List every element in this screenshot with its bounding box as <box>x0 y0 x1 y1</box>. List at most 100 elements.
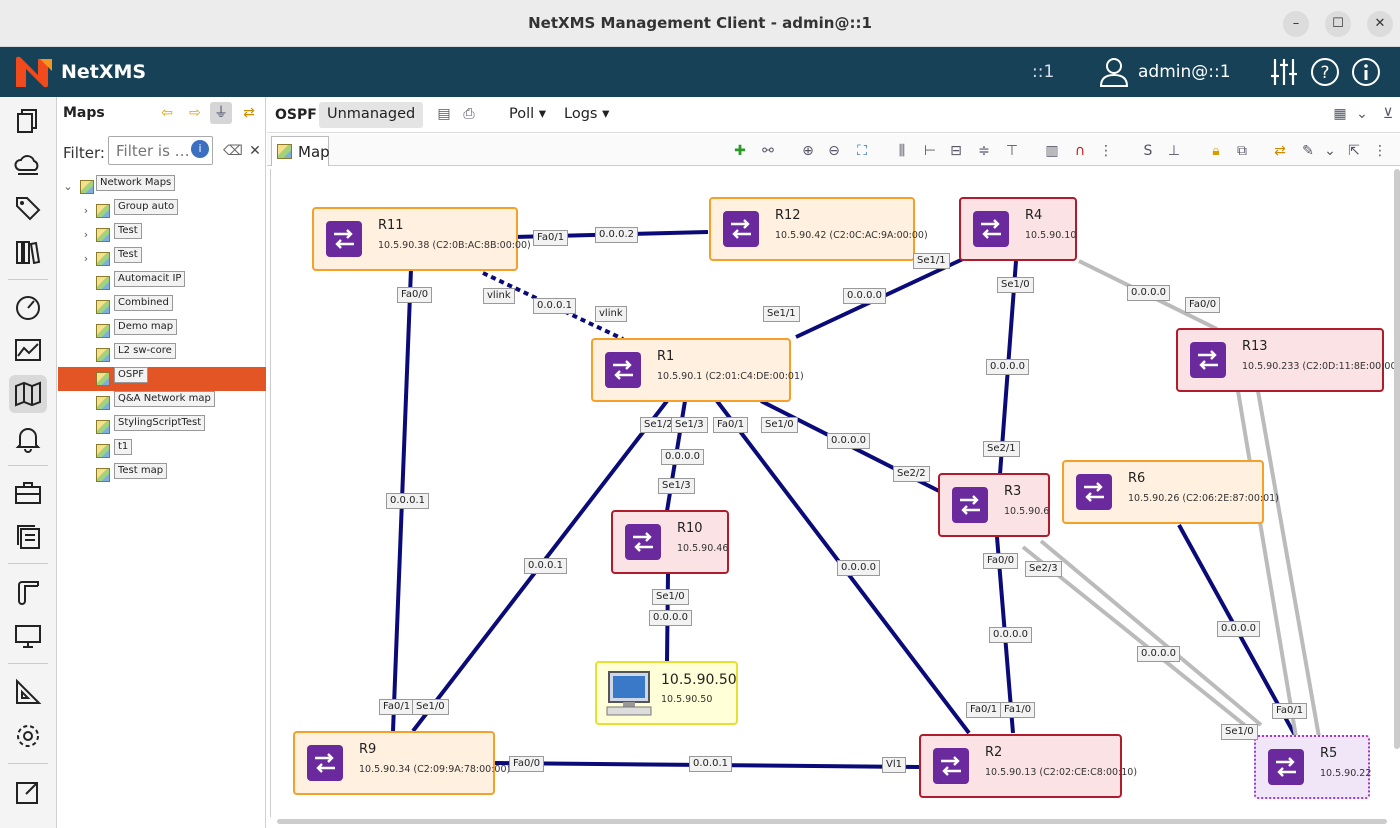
objects-icon[interactable] <box>9 101 47 139</box>
horizontal-scrollbar[interactable] <box>277 819 1387 824</box>
align-center-icon[interactable]: ⫼ <box>898 143 906 159</box>
more-vertical-icon[interactable]: ⋮ <box>1373 143 1387 159</box>
align-horizontal-icon[interactable]: ⊢ <box>923 143 937 159</box>
toolbox-icon[interactable] <box>9 473 47 511</box>
help-icon[interactable]: ? <box>1309 56 1341 88</box>
tree-item[interactable]: ›Test <box>58 247 266 271</box>
distribute-icon[interactable]: ⊟ <box>950 143 962 159</box>
sync-icon[interactable]: ⇄ <box>1274 143 1286 159</box>
fit-icon[interactable]: ⛶ <box>857 143 867 159</box>
eraser-icon[interactable]: ⌫ <box>223 143 243 159</box>
link-label: 0.0.0.0 <box>989 627 1032 643</box>
cloud-icon[interactable] <box>9 145 47 183</box>
settings-gear-icon[interactable] <box>9 717 47 755</box>
link-label: Fa0/1 <box>379 699 415 715</box>
node-r5[interactable]: R5 10.5.90.22 <box>1254 735 1372 799</box>
window-titlebar: NetXMS Management Client - admin@::1 – ☐… <box>0 0 1400 47</box>
router-icon <box>1268 749 1304 785</box>
open-external-icon[interactable]: ⇱ <box>1348 143 1360 159</box>
node-host-10-5-90-50[interactable]: 10.5.90.50 10.5.90.50 <box>595 661 738 725</box>
chevron-down-icon[interactable]: ⌄ <box>1356 106 1368 122</box>
add-object-icon[interactable]: ✚ <box>734 143 746 159</box>
logs-menu[interactable]: Logs ▾ <box>564 106 610 122</box>
node-r11[interactable]: R11 10.5.90.38 (C2:0B:AC:8B:00:00) <box>312 207 531 271</box>
tree-item[interactable]: Combined <box>58 295 266 319</box>
info-icon[interactable] <box>1350 56 1382 88</box>
context-toolbar: OSPF Unmanaged ▤ ⎙ Poll ▾ Logs ▾ ▦ ⌄ ⊻ <box>267 97 1400 133</box>
magnet-icon[interactable]: ∩ <box>1074 143 1086 159</box>
node-r12[interactable]: R12 10.5.90.42 (C2:0C:AC:9A:00:00) <box>709 197 928 261</box>
node-r1[interactable]: R1 10.5.90.1 (C2:01:C4:DE:00:01) <box>591 338 804 402</box>
node-r3[interactable]: R3 10.5.90.6 <box>938 473 1050 537</box>
map-canvas[interactable]: R11 10.5.90.38 (C2:0B:AC:8B:00:00) R12 1… <box>270 169 1400 817</box>
graph-icon[interactable] <box>9 331 47 369</box>
tab-map[interactable]: Map <box>271 136 330 166</box>
maximize-button[interactable]: ☐ <box>1325 11 1351 37</box>
design-tools-icon[interactable] <box>9 673 47 711</box>
zoom-in-icon[interactable]: ⊕ <box>802 143 814 159</box>
align-middle-icon[interactable]: ≑ <box>978 143 990 159</box>
minimize-button[interactable]: – <box>1283 11 1309 37</box>
node-r9[interactable]: R9 10.5.90.34 (C2:09:9A:78:00:00) <box>293 731 510 795</box>
pin-icon[interactable]: ✎ <box>1302 143 1314 159</box>
user-name[interactable]: admin@::1 <box>1138 62 1231 82</box>
zoom-out-icon[interactable]: ⊖ <box>828 143 840 159</box>
tree-item-selected[interactable]: OSPF <box>58 367 266 391</box>
tree-item[interactable]: t1 <box>58 439 266 463</box>
link-label: Fa0/1 <box>966 702 1002 718</box>
node-r10[interactable]: R10 10.5.90.46 <box>611 510 729 574</box>
tree-root[interactable]: ⌄Network Maps <box>58 175 266 199</box>
back-arrow-icon[interactable]: ⇦ <box>161 105 173 121</box>
info-icon[interactable]: i <box>191 140 209 158</box>
library-icon[interactable] <box>9 233 47 271</box>
monitor-icon[interactable] <box>9 617 47 655</box>
sync-icon[interactable]: ⇄ <box>243 105 255 121</box>
tree-item[interactable]: ›Test <box>58 223 266 247</box>
lock-icon[interactable]: 🔒︎ <box>1212 143 1220 159</box>
close-button[interactable]: ✕ <box>1367 11 1393 37</box>
link-label: Se1/1 <box>913 253 950 269</box>
dashboard-icon[interactable] <box>9 287 47 325</box>
panel-title: Maps <box>63 105 105 121</box>
alarm-bell-icon[interactable] <box>9 419 47 457</box>
link-icon[interactable]: ⚯ <box>762 143 774 159</box>
strikethrough-icon[interactable]: S <box>1143 143 1153 159</box>
table-icon[interactable]: ▤ <box>437 106 451 122</box>
vertical-scrollbar[interactable] <box>1394 169 1400 749</box>
unmanaged-button[interactable]: Unmanaged <box>319 102 424 128</box>
maps-icon[interactable] <box>9 375 47 413</box>
tree-item[interactable]: Test map <box>58 463 266 487</box>
edit-note-icon[interactable] <box>9 773 47 811</box>
scripts-icon[interactable] <box>9 573 47 611</box>
filter-icon[interactable]: ⏚ <box>210 102 232 124</box>
copy-icon[interactable]: ⧉ <box>1237 143 1247 159</box>
layout-icon[interactable]: ▦ <box>1333 106 1347 122</box>
chevron-down-icon[interactable]: ⌄ <box>1324 143 1336 159</box>
link-r11-r1-vlink <box>482 271 624 341</box>
route-icon[interactable]: ⊥ <box>1167 143 1181 159</box>
tree-item[interactable]: Automacit IP <box>58 271 266 295</box>
sliders-icon[interactable] <box>1268 56 1300 88</box>
user-icon[interactable] <box>1098 56 1130 88</box>
tree-item[interactable]: ›Group auto <box>58 199 266 223</box>
node-r13[interactable]: R13 10.5.90.233 (C2:0D:11:8E:00:00) <box>1176 328 1400 392</box>
calendar-icon[interactable]: ▥ <box>1045 143 1059 159</box>
poll-menu[interactable]: Poll ▾ <box>509 106 547 122</box>
tree-item[interactable]: StylingScriptTest <box>58 415 266 439</box>
collapse-icon[interactable]: ⊻ <box>1382 106 1394 122</box>
tree-item[interactable]: Q&A Network map <box>58 391 266 415</box>
logs-icon[interactable] <box>9 517 47 555</box>
find-document-icon[interactable]: ⎙ <box>463 106 475 122</box>
node-r6[interactable]: R6 10.5.90.26 (C2:06:2E:87:00:01) <box>1062 460 1279 524</box>
link-label: Se1/0 <box>997 277 1034 293</box>
tree-item[interactable]: Demo map <box>58 319 266 343</box>
grid-icon[interactable]: ⋮ <box>1099 143 1113 159</box>
align-vertical-icon[interactable]: ⊤ <box>1005 143 1019 159</box>
node-address: 10.5.90.22 <box>1320 768 1372 779</box>
forward-arrow-icon[interactable]: ⇨ <box>189 105 201 121</box>
node-r4[interactable]: R4 10.5.90.10 <box>959 197 1077 261</box>
clear-filter-icon[interactable]: ✕ <box>249 143 261 159</box>
node-r2[interactable]: R2 10.5.90.13 (C2:02:CE:C8:00:10) <box>919 734 1137 798</box>
tree-item[interactable]: L2 sw-core <box>58 343 266 367</box>
tags-icon[interactable] <box>9 189 47 227</box>
